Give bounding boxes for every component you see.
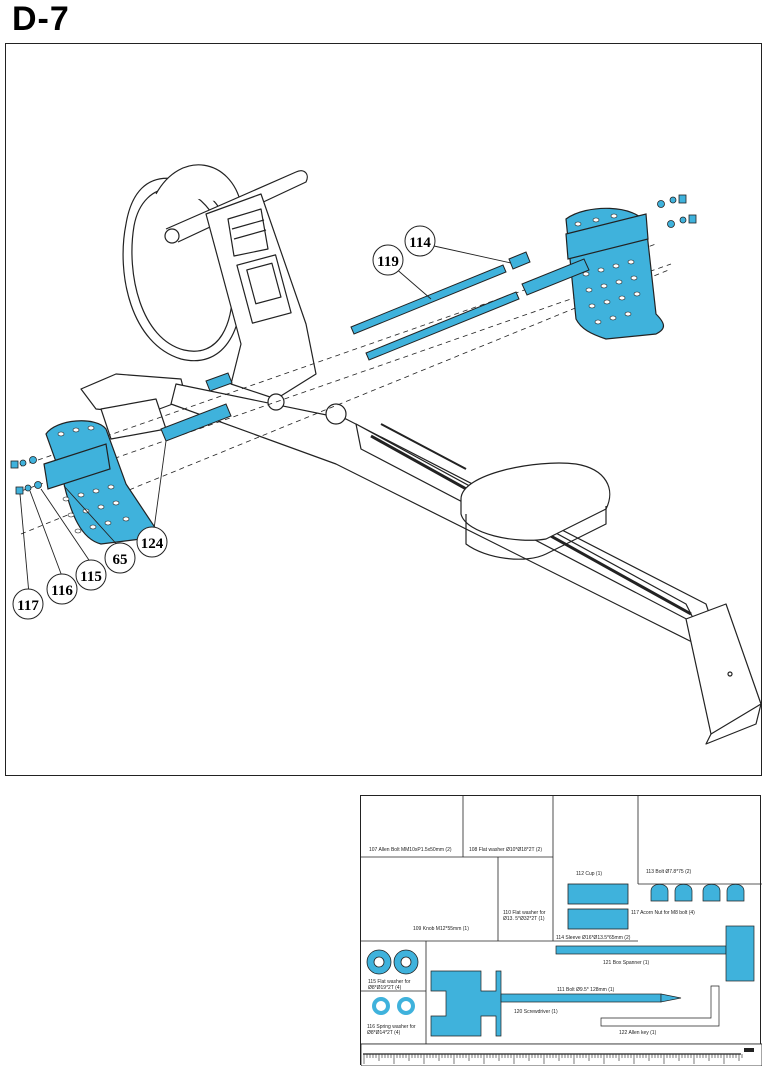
- right-hardware: [657, 194, 697, 228]
- assembly-diagram: 114 119 124 65 115 116 117: [10, 164, 762, 745]
- callout-117: 117: [12, 588, 44, 620]
- part-116-label-a: 116 Spring washer for: [367, 1024, 416, 1030]
- svg-text:117: 117: [17, 598, 39, 614]
- screwdriver-icon: [430, 970, 682, 1037]
- part-122-label: 122 Allen key (1): [619, 1030, 657, 1036]
- spacer-tubes: [160, 372, 233, 442]
- svg-text:65: 65: [113, 552, 128, 568]
- measurement-ruler: [361, 1043, 762, 1066]
- callout-116: 116: [46, 573, 78, 605]
- sleeves: [508, 251, 590, 296]
- box-spanner-icon: [555, 925, 755, 982]
- part-115-label-b: Ø8*Ø19*2T (4): [368, 985, 402, 991]
- left-hardware: [10, 456, 42, 495]
- part-117-label: 117 Acorn Nut for M8 bolt (4): [631, 910, 695, 916]
- callout-124: 124: [136, 526, 168, 558]
- spring-washer-icons: [372, 997, 415, 1015]
- part-110-label-a: 110 Flat washer for: [503, 910, 546, 916]
- part-121-label: 121 Box Spanner (1): [603, 960, 649, 966]
- sleeve-icon: [567, 883, 629, 905]
- svg-text:124: 124: [141, 536, 164, 552]
- acorn-nut-icons: [650, 883, 745, 902]
- callout-114: 114: [404, 225, 436, 257]
- part-107-label: 107 Allen Bolt MM10xP1.5x50mm (2): [369, 847, 452, 853]
- parts-list-box: 107 Allen Bolt MM10xP1.5x50mm (2) 108 Fl…: [360, 795, 762, 1066]
- svg-text:114: 114: [409, 235, 431, 251]
- svg-text:116: 116: [51, 583, 73, 599]
- parts-list: 107 Allen Bolt MM10xP1.5x50mm (2) 108 Fl…: [361, 796, 762, 1066]
- axle-bolts: [350, 264, 520, 361]
- part-116-label-b: Ø8*Ø14*2T (4): [367, 1030, 401, 1036]
- part-109-label: 109 Knob M12*55mm (1): [413, 926, 469, 932]
- step-title: D-7: [12, 0, 70, 38]
- callout-115: 115: [75, 559, 107, 591]
- part-112-label: 112 Cup (1): [576, 871, 602, 877]
- part-114-label: 114 Sleeve Ø16*Ø13.5*65mm (2): [556, 935, 631, 941]
- sleeve-icon: [567, 908, 629, 930]
- flat-washer-icons: [366, 949, 419, 975]
- svg-text:119: 119: [377, 254, 399, 270]
- part-115-label-a: 115 Flat washer for: [368, 979, 411, 985]
- svg-text:115: 115: [80, 569, 102, 585]
- part-110-label-b: Ø13. 5*Ø32*2T (1): [503, 916, 545, 922]
- assembly-diagram-frame: 114 119 124 65 115 116 117: [5, 43, 762, 776]
- foot-plate-right: [565, 207, 665, 340]
- callout-65: 65: [104, 542, 136, 574]
- part-111-label: 111 Bolt Ø9.5* 128mm (1): [557, 987, 615, 993]
- part-113-label: 113 Bolt Ø7.8*75 (2): [646, 869, 692, 875]
- part-108-label: 108 Flat washer Ø10*Ø18*2T (2): [469, 847, 542, 853]
- allen-key-icon: [600, 985, 720, 1027]
- callout-119: 119: [372, 244, 404, 276]
- part-120-label: 120 Screwdriver (1): [514, 1009, 558, 1015]
